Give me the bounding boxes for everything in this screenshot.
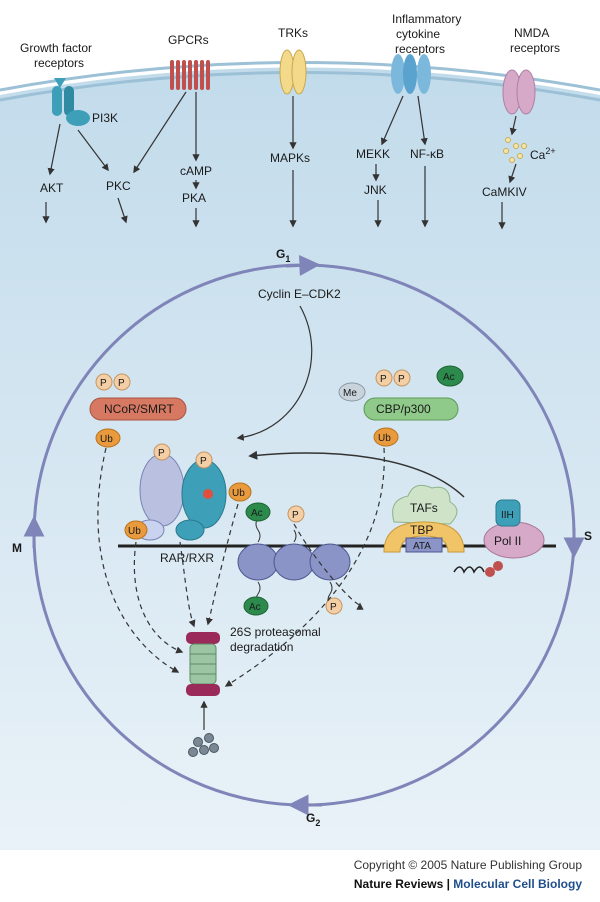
gpcr-receptor bbox=[170, 60, 210, 90]
cbp-phospho-1: P bbox=[380, 374, 387, 385]
pi3k-label: PI3K bbox=[92, 111, 118, 125]
ncor-phospho-1: P bbox=[100, 378, 107, 389]
ata-label: ATA bbox=[413, 541, 431, 552]
rar-ub: Ub bbox=[128, 526, 141, 537]
calcium-ions bbox=[503, 137, 527, 163]
proteasome-26s bbox=[186, 632, 220, 696]
gpcrs-label: GPCRs bbox=[168, 33, 209, 47]
growth-factor-label-line2: receptors bbox=[34, 56, 84, 70]
trk-receptor bbox=[279, 49, 307, 95]
camp-label: cAMP bbox=[180, 164, 212, 178]
mapks-label: MAPKs bbox=[270, 151, 310, 165]
rar-rxr-label: RAR/RXR bbox=[160, 551, 214, 565]
tbp-label: TBP bbox=[410, 523, 433, 537]
cytokine-receptor bbox=[391, 54, 431, 94]
nmda-label-line2: receptors bbox=[510, 41, 560, 55]
copyright-text: Copyright © 2005 Nature Publishing Group bbox=[353, 858, 582, 872]
cyclin-arrow bbox=[236, 305, 313, 441]
cbp-ac: Ac bbox=[443, 372, 455, 383]
journal-separator: | bbox=[443, 877, 454, 891]
cbp-phospho-2: P bbox=[398, 374, 405, 385]
growth-factor-label-line1: Growth factor bbox=[20, 41, 92, 55]
degradation-products bbox=[188, 733, 219, 757]
rar-phospho-1: P bbox=[158, 448, 165, 459]
histone-phospho-top: P bbox=[292, 510, 299, 521]
nmda-label-line1: NMDA bbox=[514, 26, 549, 40]
m-phase-label: M bbox=[12, 541, 22, 555]
jnk-label: JNK bbox=[364, 183, 387, 197]
journal-credit: Nature Reviews | Molecular Cell Biology bbox=[222, 877, 582, 891]
iih-label: IIH bbox=[501, 510, 514, 521]
nucleosomes bbox=[237, 543, 351, 581]
s-phase-label: S bbox=[584, 529, 592, 543]
g1-label: G1 bbox=[276, 247, 290, 264]
cbp-label: CBP/p300 bbox=[376, 402, 431, 416]
cycle-arrow-top bbox=[285, 254, 321, 276]
proteasome-label-line2: degradation bbox=[230, 640, 293, 654]
nmda-receptor bbox=[502, 69, 536, 115]
inflammatory-label-line2: cytokine bbox=[396, 27, 440, 41]
signalling-cell-cycle-diagram: Growth factor receptors PI3K GPCRs TRKs … bbox=[0, 12, 600, 850]
proteasome-label-line1: 26S proteasomal bbox=[230, 625, 321, 639]
rar-phospho-2: P bbox=[200, 456, 207, 467]
mekk-label: MEKK bbox=[356, 147, 390, 161]
ncor-ub: Ub bbox=[100, 434, 113, 445]
ncor-label: NCoR/SMRT bbox=[104, 402, 174, 416]
akt-label: AKT bbox=[40, 181, 64, 195]
cbp-p300-complex: CBP/p300 Me P P Ac Ub bbox=[338, 365, 464, 447]
inflammatory-label-line3: receptors bbox=[395, 42, 445, 56]
polii-feedback-arrow bbox=[248, 450, 465, 498]
ncor-complex: NCoR/SMRT P P Ub bbox=[89, 373, 187, 448]
tafs-label: TAFs bbox=[410, 501, 438, 515]
inflammatory-label-line1: Inflammatory bbox=[392, 12, 461, 26]
degradation-arrows bbox=[97, 447, 385, 687]
rar-rxr-complex: P P Ub Ub bbox=[124, 443, 252, 541]
histone-ac-top: Ac bbox=[251, 508, 263, 519]
cbp-ub: Ub bbox=[378, 433, 391, 444]
ca-label: Ca2+ bbox=[530, 146, 556, 162]
tfiid-complex: TAFs TBP ATA bbox=[383, 484, 465, 553]
journal-name: Nature Reviews bbox=[353, 877, 444, 891]
ncor-phospho-2: P bbox=[118, 378, 125, 389]
nfkb-label: NF-κB bbox=[410, 147, 444, 161]
histone-ac-bottom: Ac bbox=[249, 602, 261, 613]
cyclin-label: Cyclin E–CDK2 bbox=[258, 287, 341, 301]
pol2-label: Pol II bbox=[494, 534, 521, 548]
pka-label: PKA bbox=[182, 191, 206, 205]
pol-ii-complex: Pol II IIH bbox=[453, 499, 545, 577]
journal-section: Molecular Cell Biology bbox=[453, 877, 582, 891]
pkc-label: PKC bbox=[106, 179, 131, 193]
rxr-ub: Ub bbox=[232, 488, 245, 499]
g2-label: G2 bbox=[306, 811, 320, 828]
camkiv-label: CaMKIV bbox=[482, 185, 527, 199]
histone-phospho-bottom: P bbox=[330, 602, 337, 613]
growth-factor-receptor bbox=[52, 78, 90, 126]
trks-label: TRKs bbox=[278, 26, 308, 40]
cbp-me: Me bbox=[343, 388, 357, 399]
cytoplasm bbox=[0, 67, 600, 850]
signal-arrows bbox=[42, 91, 517, 230]
